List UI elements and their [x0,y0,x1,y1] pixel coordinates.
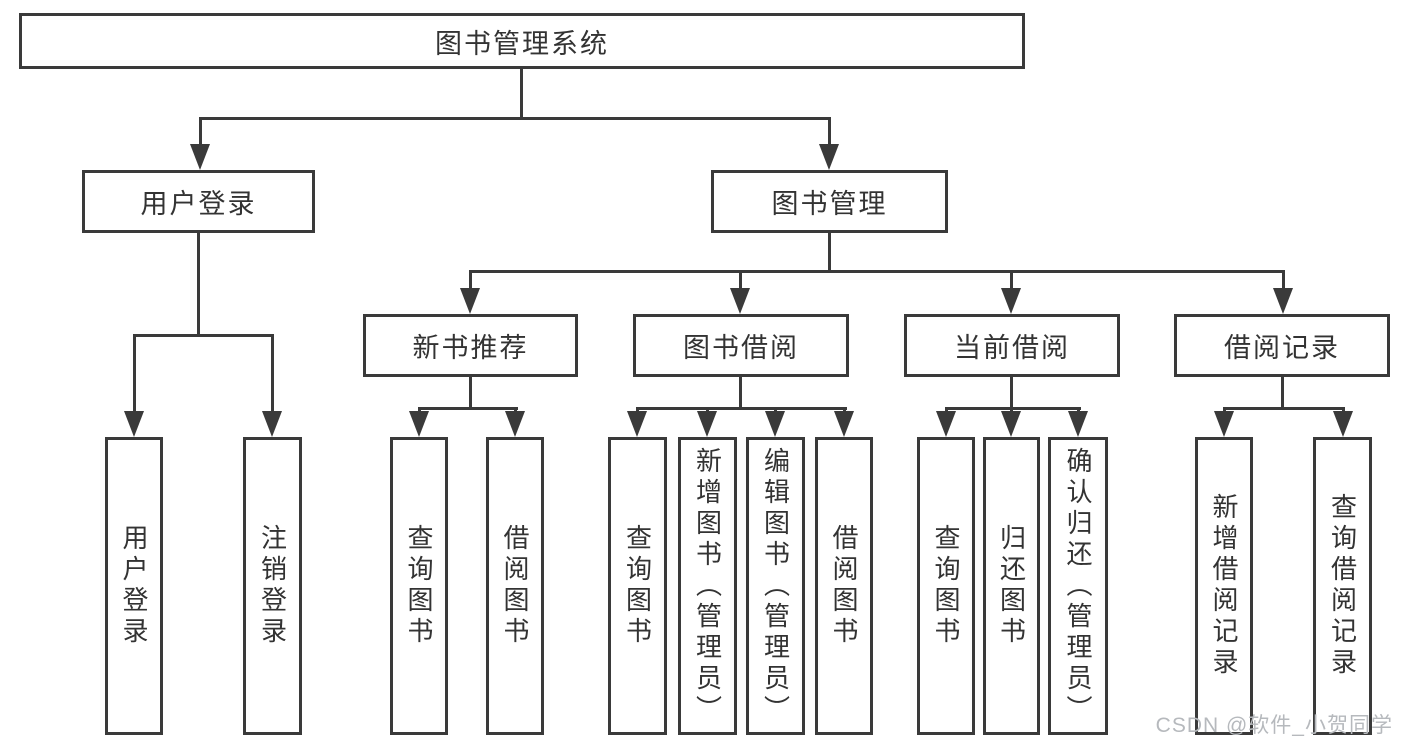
node-query-books: 查询图书 [390,437,448,735]
node-library-management-system: 图书管理系统 [19,13,1025,69]
arrowhead-down-icon [730,288,750,314]
arrowhead-down-icon [1214,411,1234,437]
node-query-borrow-record: 查询借阅记录 [1313,437,1372,735]
connector-line [1010,377,1013,410]
csdn-watermark: CSDN @软件_小贺同学 [1155,714,1393,737]
connector-line [520,69,523,117]
connector-line [739,270,742,290]
connector-line [199,117,202,145]
arrowhead-down-icon [765,411,785,437]
arrowhead-down-icon [409,411,429,437]
connector-line [828,117,831,145]
arrowhead-down-icon [1001,411,1021,437]
node-confirm-return-admin: 确认归还（管理员） [1048,437,1108,735]
arrowhead-down-icon [1068,411,1088,437]
node-book-management: 图书管理 [711,170,948,233]
node-user-login-leaf: 用户登录 [105,437,163,735]
node-borrow-books: 借阅图书 [815,437,873,735]
arrowhead-down-icon [505,411,525,437]
connector-line [133,334,136,412]
connector-line [271,334,274,412]
connector-line [133,334,274,337]
connector-line [418,407,518,410]
connector-line [945,407,1081,410]
arrowhead-down-icon [936,411,956,437]
connector-line [828,233,831,272]
node-query-books: 查询图书 [917,437,975,735]
connector-line [1223,407,1345,410]
arrowhead-down-icon [124,411,144,437]
node-add-borrow-record: 新增借阅记录 [1195,437,1253,735]
node-borrowing-records: 借阅记录 [1174,314,1390,377]
arrowhead-down-icon [1001,288,1021,314]
arrowhead-down-icon [819,144,839,170]
arrowhead-down-icon [460,288,480,314]
node-logout: 注销登录 [243,437,302,735]
connector-line [1010,270,1013,290]
node-edit-books-admin: 编辑图书（管理员） [746,437,805,735]
node-query-books: 查询图书 [608,437,667,735]
connector-line [739,377,742,410]
arrowhead-down-icon [697,411,717,437]
arrowhead-down-icon [1333,411,1353,437]
connector-line [469,270,472,290]
connector-line [636,407,847,410]
arrowhead-down-icon [834,411,854,437]
arrowhead-down-icon [190,144,210,170]
node-return-books: 归还图书 [983,437,1040,735]
node-new-book-recommendation: 新书推荐 [363,314,578,377]
node-user-login: 用户登录 [82,170,315,233]
node-book-borrowing: 图书借阅 [633,314,849,377]
connector-line [469,270,1285,273]
connector-line [197,233,200,336]
connector-line [1281,377,1284,410]
connector-line [469,377,472,410]
arrowhead-down-icon [627,411,647,437]
node-current-borrowing: 当前借阅 [904,314,1120,377]
connector-line [1282,270,1285,290]
node-add-books-admin: 新增图书（管理员） [678,437,737,735]
node-borrow-books: 借阅图书 [486,437,544,735]
arrowhead-down-icon [1273,288,1293,314]
arrowhead-down-icon [262,411,282,437]
connector-line [199,117,831,120]
